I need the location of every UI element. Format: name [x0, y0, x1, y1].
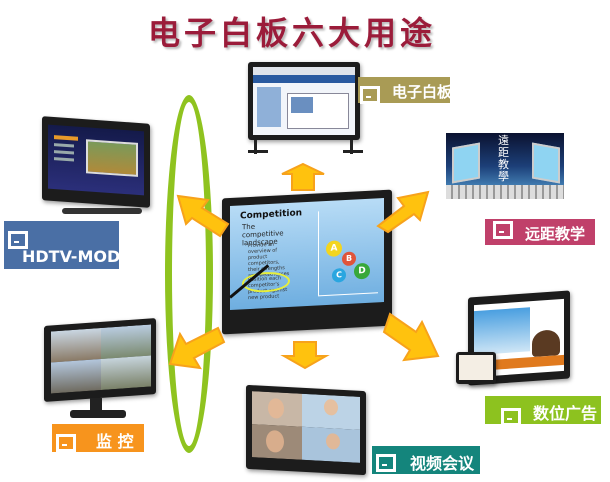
slide-title: Competition: [240, 208, 303, 222]
circle-c: C: [332, 267, 346, 283]
green-ellipse-ring: [165, 95, 213, 453]
distance-learning-image: 遠距教學: [446, 133, 564, 199]
video-conference-image: [246, 384, 368, 476]
circle-a: A: [326, 240, 342, 258]
label-video-conference: 视频会议: [372, 446, 480, 474]
label-box-icon: [501, 408, 521, 426]
label-distance-learning: 远距教学: [485, 219, 595, 245]
surveillance-monitor-image: [44, 318, 162, 422]
arrow-down-left-icon: [168, 326, 226, 370]
arrow-up-left-icon: [176, 194, 230, 238]
arrow-down-icon: [280, 341, 330, 370]
circle-b: B: [342, 251, 356, 267]
label-box-icon: [493, 221, 513, 239]
arrow-up-icon: [281, 162, 325, 191]
center-interactive-screen: Competition The competitive landscape Pr…: [222, 189, 398, 338]
page-title: 电子白板六大用途: [148, 14, 437, 52]
circle-d: D: [354, 262, 370, 280]
label-hdtv-mod: HDTV-MOD: [4, 221, 120, 269]
arrow-up-right-icon: [376, 190, 430, 234]
label-box-icon: [56, 434, 76, 452]
label-box-icon: [360, 86, 380, 104]
digital-signage-image: [456, 290, 572, 390]
label-whiteboard: 电子白板: [358, 77, 452, 104]
distance-image-caption: 遠距教學: [498, 134, 509, 183]
arrow-down-right-icon: [382, 312, 440, 362]
whiteboard-image: [248, 62, 363, 156]
label-box-icon: [376, 454, 396, 472]
hdtv-image: [42, 116, 154, 218]
label-surveillance: 监 控: [52, 424, 144, 452]
label-box-icon: [8, 231, 28, 249]
label-digital-signage: 数位广告: [485, 396, 601, 426]
